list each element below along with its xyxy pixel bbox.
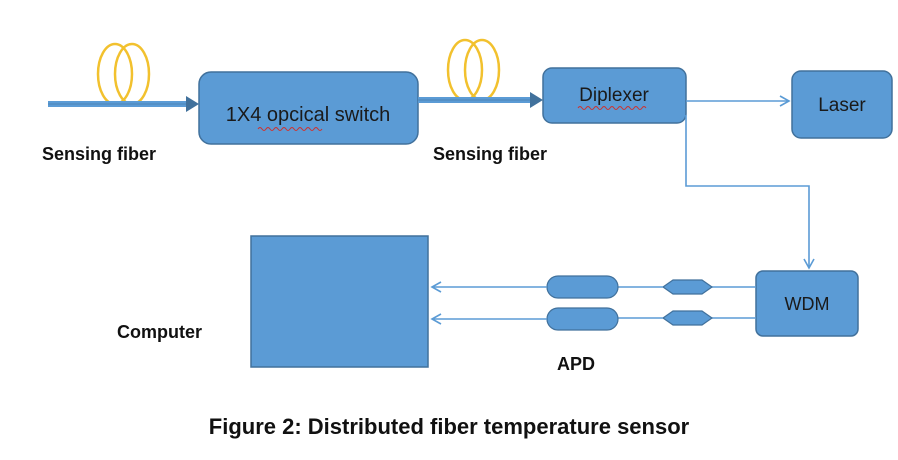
fiber-arrow-mid bbox=[418, 92, 543, 108]
diplexer-node: Diplexer bbox=[542, 67, 687, 124]
computer-label: Computer bbox=[117, 322, 202, 342]
sensing-fiber-left-label: Sensing fiber bbox=[42, 144, 156, 164]
fiber-coil-mid-icon bbox=[446, 38, 501, 102]
filter-diamond-upper bbox=[661, 279, 714, 295]
wdm-node: WDM bbox=[755, 270, 859, 337]
apd-capsule-upper bbox=[546, 275, 619, 299]
fiber-coil-left-icon bbox=[96, 42, 151, 106]
apd-label: APD bbox=[557, 354, 595, 374]
spellcheck-underline bbox=[257, 127, 323, 131]
sensing-fiber-mid-label: Sensing fiber bbox=[433, 144, 547, 164]
optical-switch-label: 1X4 opcical switch bbox=[226, 104, 391, 126]
laser-node: Laser bbox=[791, 70, 893, 139]
diplexer-label: Diplexer bbox=[579, 85, 649, 106]
connector-diplexer-wdm bbox=[685, 115, 815, 270]
laser-label: Laser bbox=[818, 95, 866, 116]
fiber-arrow-left bbox=[48, 96, 199, 112]
signal-path-lower bbox=[430, 307, 756, 331]
apd-capsule-lower bbox=[546, 307, 619, 331]
signal-path-upper bbox=[430, 275, 756, 299]
filter-diamond-lower bbox=[661, 310, 714, 326]
spellcheck-underline bbox=[577, 106, 647, 110]
wdm-label: WDM bbox=[785, 294, 830, 314]
computer-node bbox=[250, 235, 429, 368]
optical-switch-node: 1X4 opcical switch bbox=[198, 71, 419, 145]
figure-caption: Figure 2: Distributed fiber temperature … bbox=[209, 414, 690, 439]
